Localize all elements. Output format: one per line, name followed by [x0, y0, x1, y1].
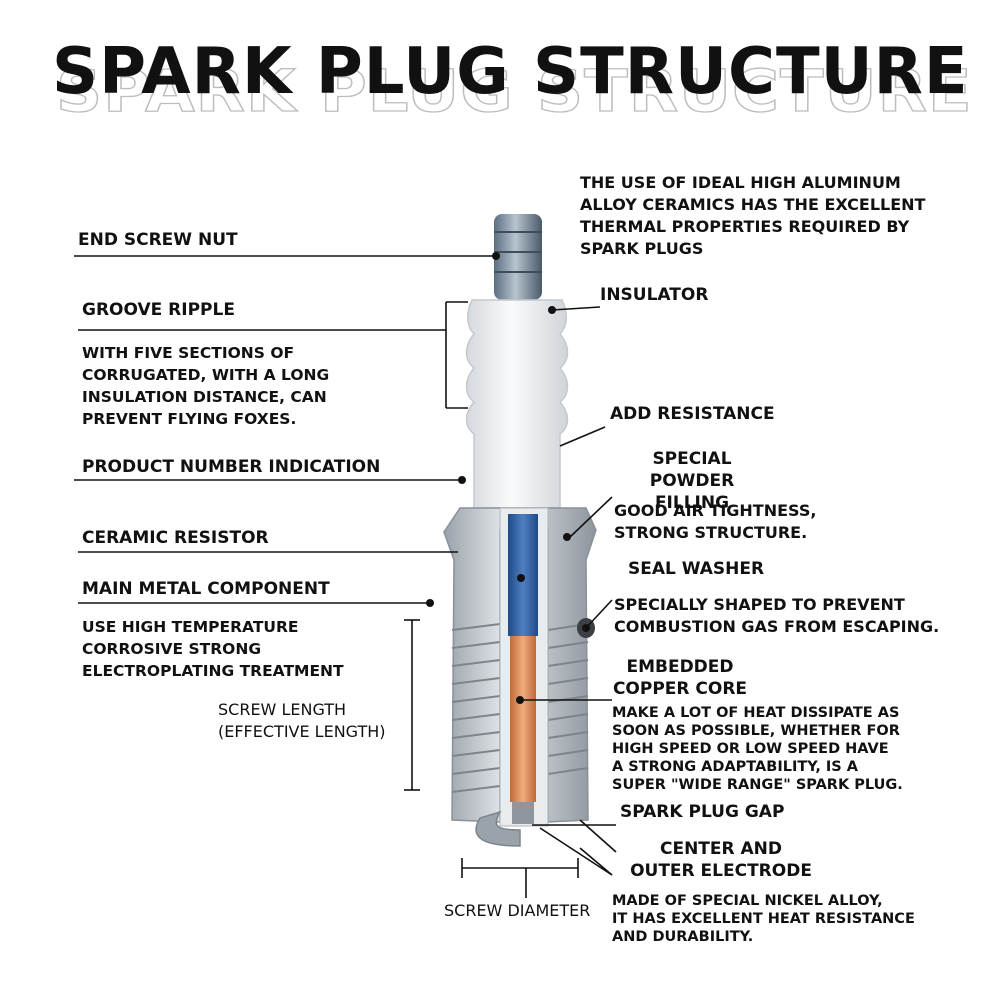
label-end-screw-nut: END SCREW NUT — [78, 230, 238, 250]
label-screw-diameter: SCREW DIAMETER — [444, 901, 591, 920]
title-shadow: SPARK PLUG STRUCTURE — [55, 58, 973, 126]
page-title: SPARK PLUG STRUCTURE — [52, 35, 969, 109]
label-seal-washer: SEAL WASHER — [628, 559, 765, 579]
electrode-description: MADE OF SPECIAL NICKEL ALLOY, IT HAS EXC… — [612, 893, 915, 945]
insulator-shape — [465, 299, 569, 509]
copper-core-description: MAKE A LOT OF HEAT DISSIPATE AS SOON AS … — [612, 705, 903, 793]
label-main-metal: MAIN METAL COMPONENT — [82, 579, 330, 599]
label-screw-length: SCREW LENGTH (EFFECTIVE LENGTH) — [218, 700, 386, 741]
label-groove-ripple: GROOVE RIPPLE — [82, 300, 235, 320]
label-special-powder: SPECIAL POWDER FILLING — [649, 449, 735, 513]
groove-ripple-description: WITH FIVE SECTIONS OF CORRUGATED, WITH A… — [82, 344, 330, 428]
ceramics-description: THE USE OF IDEAL HIGH ALUMINUM ALLOY CER… — [580, 173, 926, 258]
main-metal-description: USE HIGH TEMPERATURE CORROSIVE STRONG EL… — [82, 618, 344, 680]
ground-electrode-shape — [475, 810, 521, 847]
special-powder-description: GOOD AIR TIGHTNESS, STRONG STRUCTURE. — [614, 501, 817, 542]
label-electrode: CENTER AND OUTER ELECTRODE — [630, 839, 812, 881]
label-add-resistance: ADD RESISTANCE — [610, 404, 775, 424]
label-insulator: INSULATOR — [600, 285, 709, 305]
leader-dots — [426, 252, 590, 704]
seal-washer-description: SPECIALLY SHAPED TO PREVENT COMBUSTION G… — [614, 595, 940, 636]
core-shape — [499, 507, 549, 827]
leader-lines — [74, 255, 617, 898]
label-spark-gap: SPARK PLUG GAP — [620, 802, 785, 822]
label-copper-core: EMBEDDED COPPER CORE — [612, 657, 748, 699]
end-screw-nut-shape — [494, 214, 542, 300]
label-product-number: PRODUCT NUMBER INDICATION — [82, 457, 381, 477]
label-ceramic-resistor: CERAMIC RESISTOR — [82, 528, 269, 548]
